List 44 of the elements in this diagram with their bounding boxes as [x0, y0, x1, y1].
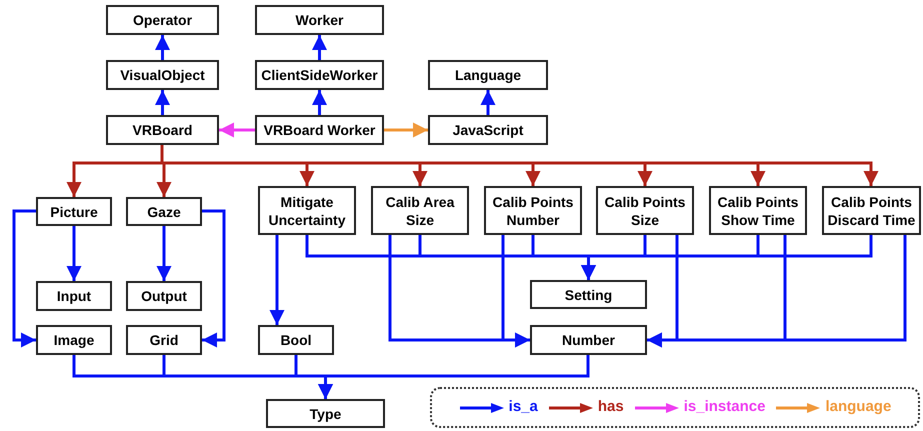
- arrow: [581, 235, 872, 280]
- class-box: Input: [36, 281, 112, 311]
- arrow: [270, 235, 284, 325]
- legend-label: is_instance: [684, 397, 766, 418]
- class-box: VRBoard Worker: [255, 115, 384, 145]
- class-box: Calib Points Discard Time: [822, 186, 921, 235]
- arrow: [647, 235, 906, 348]
- class-box: Worker: [255, 5, 384, 35]
- arrow: [155, 35, 170, 60]
- arrow: [219, 122, 255, 138]
- class-box: Calib Points Size: [596, 186, 694, 235]
- arrow: [155, 90, 170, 115]
- class-box: VRBoard: [106, 115, 219, 145]
- arrow: [66, 226, 82, 281]
- class-box: Output: [126, 281, 202, 311]
- arrow: [312, 35, 327, 60]
- class-box: Type: [266, 399, 385, 428]
- arrow: [12, 210, 36, 348]
- legend-label: has: [598, 397, 624, 418]
- class-box: Bool: [258, 325, 334, 355]
- arrow: [480, 90, 496, 115]
- class-box: Language: [428, 60, 548, 90]
- class-box: Operator: [106, 5, 219, 35]
- class-box: Calib Area Size: [371, 186, 469, 235]
- class-box: Grid: [126, 325, 202, 355]
- class-box: Mitigate Uncertainty: [258, 186, 356, 235]
- class-box: Picture: [36, 197, 112, 226]
- arrow: [156, 226, 172, 281]
- class-box: Setting: [530, 280, 647, 309]
- arrow: [384, 122, 428, 138]
- class-box: Calib Points Show Time: [709, 186, 807, 235]
- class-box: Calib Points Number: [484, 186, 582, 235]
- class-box: ClientSideWorker: [255, 60, 384, 90]
- class-box: Number: [530, 325, 647, 355]
- class-box: Gaze: [126, 197, 202, 226]
- class-box: VisualObject: [106, 60, 219, 90]
- class-box: Image: [36, 325, 112, 355]
- legend-label: is_a: [508, 397, 538, 418]
- class-box: JavaScript: [428, 115, 548, 145]
- legend-label: language: [825, 397, 892, 418]
- arrow: [502, 235, 530, 348]
- arrow: [318, 355, 590, 399]
- arrow: [312, 90, 327, 115]
- arrow: [202, 210, 226, 348]
